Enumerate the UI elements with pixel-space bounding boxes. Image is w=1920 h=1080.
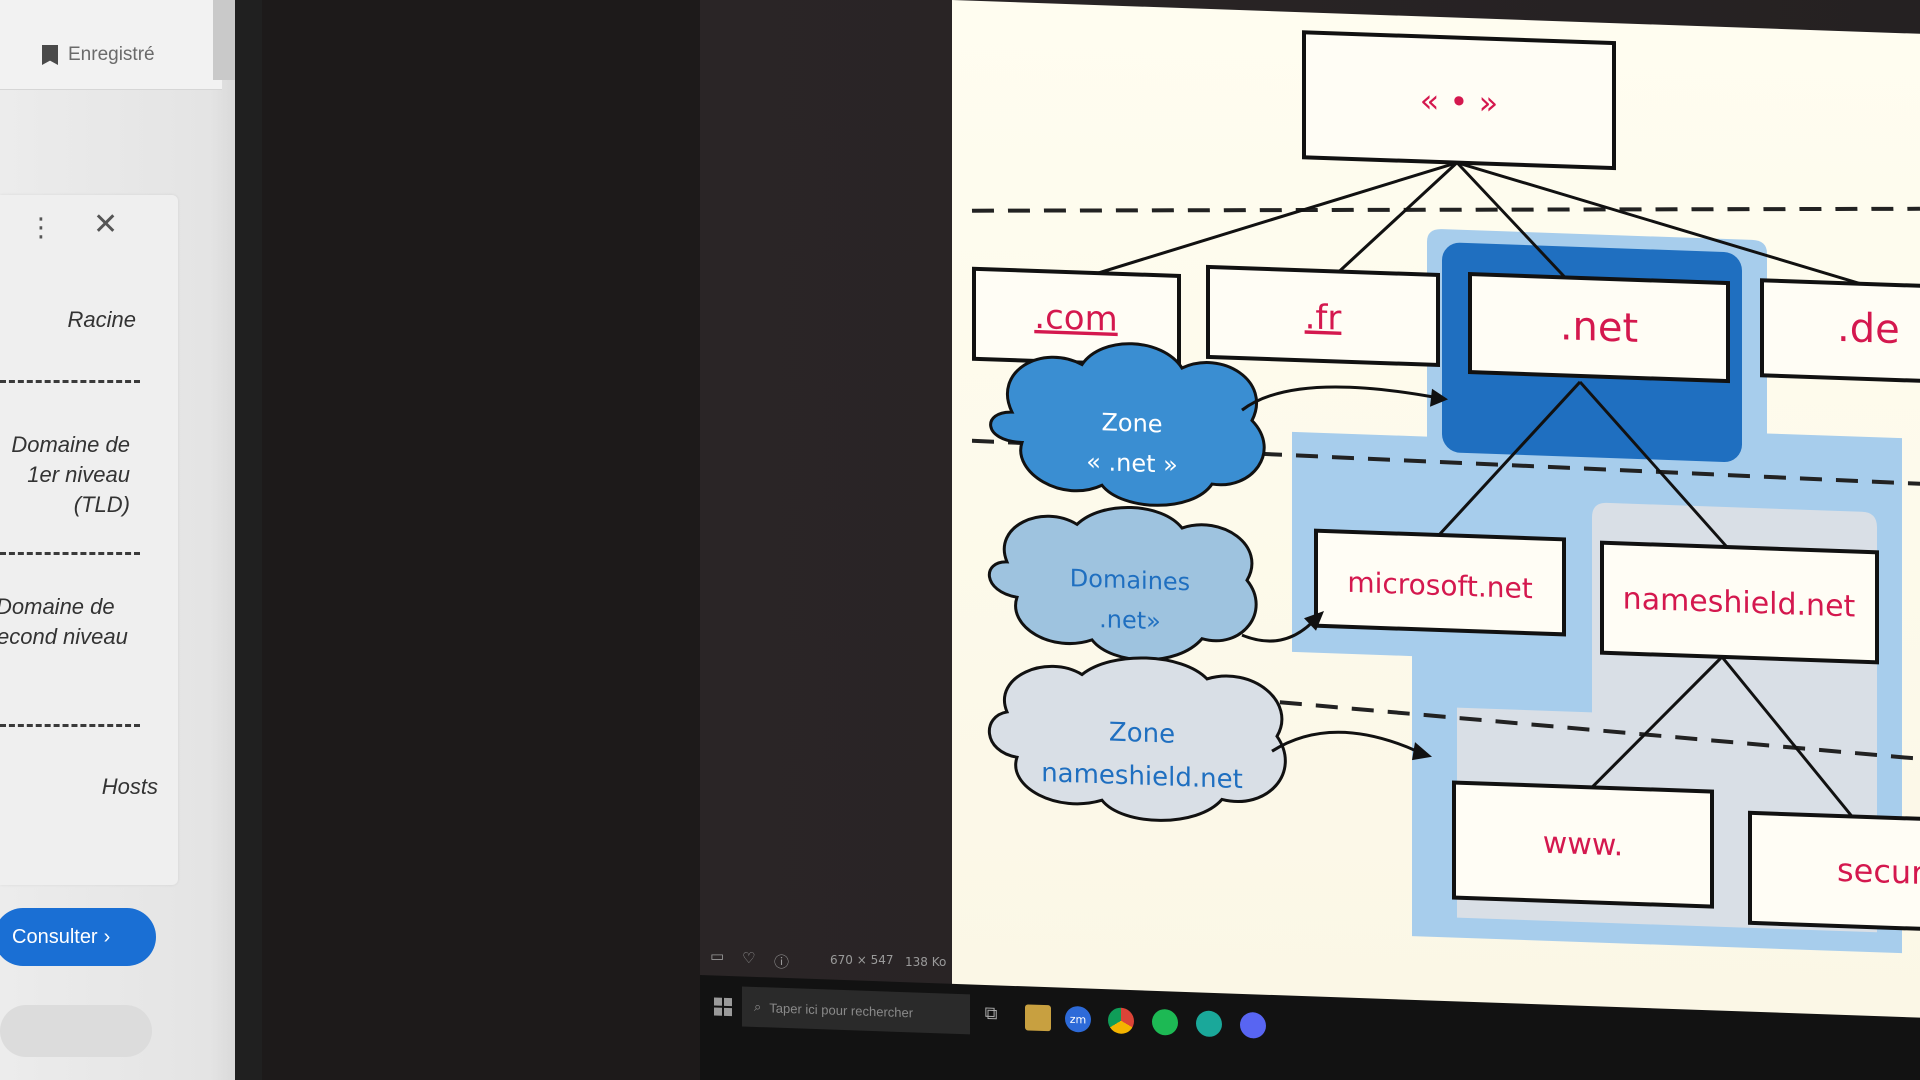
host-label-secure: secur	[1837, 851, 1920, 892]
tld-label-fr: .fr	[1305, 297, 1342, 338]
tld-label-de: .de	[1837, 305, 1900, 353]
dns-diagram-slide: « • » .com .fr .net .de microsoft.net na…	[952, 0, 1920, 1024]
arrow	[1241, 621, 1314, 643]
bookmark-icon	[42, 45, 58, 65]
file-size: 138 Ko	[905, 955, 947, 969]
close-icon[interactable]: ✕	[93, 207, 119, 242]
label-tld-line2: 1er niveau	[27, 462, 130, 487]
figure-card	[0, 195, 178, 885]
tld-label-com: .com	[1034, 297, 1117, 340]
arrow	[1271, 730, 1418, 753]
sld-node-microsoft	[1314, 528, 1566, 637]
cloud-nameshield-zone-line1: Zone	[1109, 717, 1175, 749]
label-tld-line1: Domaine de	[11, 432, 130, 457]
discord-icon[interactable]	[1240, 1011, 1266, 1039]
saved-label: Enregistré	[68, 44, 155, 65]
browser-icon[interactable]	[1196, 1010, 1222, 1038]
tld-label-net: .net	[1560, 303, 1638, 352]
cloud-net-zone-line1: Zone	[1101, 408, 1162, 438]
consult-label: Consulter	[12, 925, 98, 948]
cloud-nameshield-zone-line2: nameshield.net	[1041, 758, 1243, 795]
tld-node-net	[1468, 272, 1730, 384]
tree-edge	[1437, 380, 1582, 537]
spotify-icon[interactable]	[1152, 1008, 1178, 1036]
host-label-www: www.	[1543, 826, 1623, 864]
cloud-nameshield-zone	[988, 656, 1287, 822]
image-dimensions: 670 × 547	[830, 953, 894, 967]
cloud-net-domains-line1: Domaines	[1070, 564, 1190, 596]
arrow	[1241, 385, 1433, 412]
divider	[0, 552, 140, 555]
search-icon: ⌕	[754, 998, 762, 1015]
tree-edge	[1590, 655, 1724, 789]
tree-edge	[1455, 161, 1569, 281]
sld-label-microsoft: microsoft.net	[1347, 566, 1532, 605]
task-view-icon[interactable]: ⧉	[984, 1002, 998, 1025]
file-explorer-icon[interactable]	[1025, 1004, 1051, 1032]
cloud-net-zone	[989, 342, 1266, 507]
label-hosts: Hosts	[101, 774, 158, 799]
divider	[0, 380, 140, 383]
tld-node-de	[1760, 278, 1920, 384]
scrollbar[interactable]	[213, 0, 235, 80]
sld-label-nameshield: nameshield.net	[1623, 581, 1856, 624]
host-node-www	[1452, 780, 1714, 909]
search-placeholder: Taper ici pour rechercher	[769, 999, 914, 1020]
more-vertical-icon[interactable]: ⋮	[28, 213, 54, 243]
level-separator	[971, 206, 1920, 213]
divider	[0, 724, 140, 727]
heart-icon[interactable]: ♡	[742, 949, 756, 967]
tree-edge	[1091, 161, 1458, 277]
tree-edge	[1720, 655, 1854, 818]
tree-edge	[1335, 161, 1459, 275]
host-node-secure	[1748, 810, 1920, 932]
chrome-icon[interactable]	[1108, 1007, 1134, 1035]
cloud-net-zone-line2: « .net »	[1086, 448, 1178, 479]
arrowhead	[1304, 610, 1324, 631]
windows-icon[interactable]	[714, 997, 732, 1017]
arrowhead	[1430, 388, 1448, 407]
taskbar-search[interactable]: ⌕ Taper ici pour rechercher	[742, 986, 970, 1035]
arrowhead	[1412, 742, 1432, 761]
tree-edge	[1456, 161, 1873, 289]
chevron-right-icon: ›	[103, 925, 111, 948]
consult-button[interactable]: Consulter ›	[0, 908, 156, 966]
label-racine: Racine	[67, 307, 136, 332]
dns-diagram: « • » .com .fr .net .de microsoft.net na…	[971, 30, 1920, 954]
top-bar	[0, 0, 222, 90]
root-node	[1302, 30, 1616, 171]
root-label: « • »	[1420, 81, 1498, 122]
info-icon[interactable]: ⓘ	[774, 953, 790, 971]
label-sld-line2: second niveau	[0, 624, 128, 649]
saved-button[interactable]: Enregistré	[42, 44, 155, 66]
viewer-status-bar: ▭ ♡ ⓘ 670 × 547 138 Ko	[700, 945, 960, 975]
label-sld-line1: Domaine de	[0, 594, 115, 619]
zoom-app-icon[interactable]: zm	[1065, 1005, 1091, 1033]
panel-edge	[235, 0, 262, 1080]
secondary-button[interactable]	[0, 1005, 152, 1057]
label-tld-line3: (TLD)	[73, 492, 130, 517]
tree-edge	[1578, 380, 1729, 549]
tld-node-fr	[1206, 264, 1440, 368]
fullscreen-icon[interactable]: ▭	[710, 947, 725, 965]
cloud-net-domains-line2: .net»	[1099, 605, 1161, 635]
sld-node-nameshield	[1600, 540, 1879, 665]
cloud-net-domains	[988, 506, 1258, 662]
reader-panel: Enregistré ⋮ ✕ Racine Domaine de 1er niv…	[0, 0, 262, 1080]
